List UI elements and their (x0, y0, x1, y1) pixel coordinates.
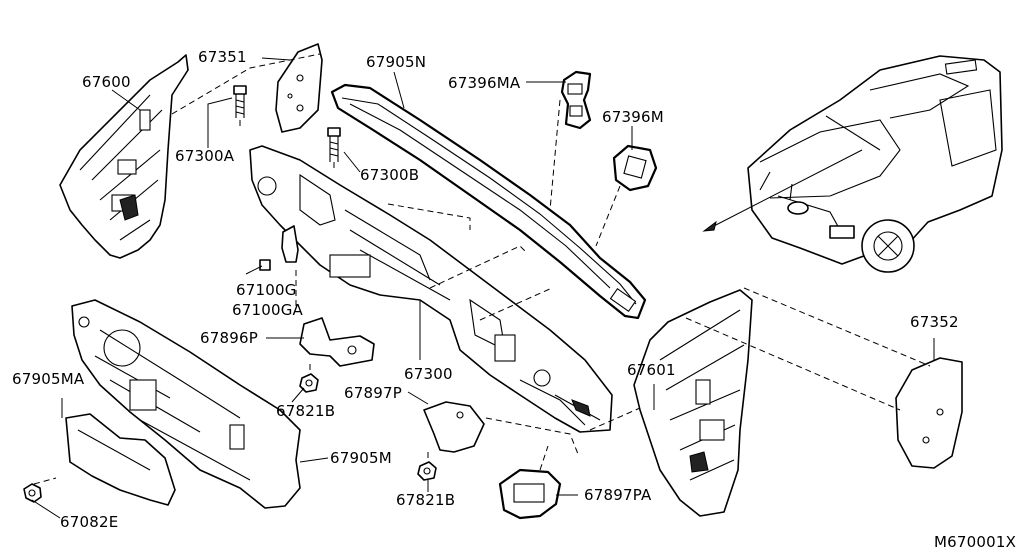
part-67897PA-bracket (498, 468, 562, 520)
part-67100G-clip (259, 225, 299, 271)
label-67300A: 67300A (175, 147, 235, 165)
diagram-id: M670001X (934, 533, 1016, 551)
part-67082E-nut (23, 483, 42, 503)
label-67352: 67352 (910, 313, 959, 331)
label-67100G: 67100G (236, 281, 297, 299)
label-67396M: 67396M (602, 108, 664, 126)
label-67351: 67351 (198, 48, 247, 66)
label-67300: 67300 (404, 365, 453, 383)
part-67351-pad (275, 43, 323, 133)
callout-labels: 67600 67351 67905N 67396MA 67396M 67300A… (12, 48, 1016, 551)
label-67897P: 67897P (344, 384, 402, 402)
leader-lines (31, 57, 935, 519)
label-67396MA: 67396MA (448, 74, 521, 92)
label-67896P: 67896P (200, 329, 258, 347)
label-67082E: 67082E (60, 513, 118, 531)
label-67100GA: 67100GA (232, 301, 304, 319)
label-67905M: 67905M (330, 449, 392, 467)
label-67905MA: 67905MA (12, 370, 85, 388)
part-67396M-bracket (612, 144, 658, 192)
part-67352-pad (895, 357, 963, 469)
label-67821B-bottom: 67821B (396, 491, 455, 509)
label-67300B: 67300B (360, 166, 419, 184)
part-67821B-nut-top (299, 373, 319, 393)
part-67601-side-panel (633, 289, 753, 517)
part-67600-side-panel (59, 54, 189, 259)
label-67601: 67601 (627, 361, 676, 379)
part-67896P-bracket (299, 317, 375, 367)
vehicle-illustration (702, 55, 1003, 273)
part-67897P-bracket (423, 401, 485, 453)
part-67300-dash-panel (249, 145, 613, 433)
part-67905M-insulator (71, 299, 301, 509)
part-67300B-bolt (327, 127, 341, 162)
part-67905N-cowl-top (330, 83, 647, 320)
dashed-assembly-lines (33, 53, 931, 485)
label-67821B-top: 67821B (276, 402, 335, 420)
part-67821B-nut-bottom (417, 461, 437, 481)
part-67300A-bolt (233, 85, 247, 118)
label-67897PA: 67897PA (584, 486, 652, 504)
label-67600: 67600 (82, 73, 131, 91)
part-67905MA-pad (65, 413, 176, 506)
part-67396MA-bracket (560, 70, 592, 130)
label-67905N: 67905N (366, 53, 426, 71)
